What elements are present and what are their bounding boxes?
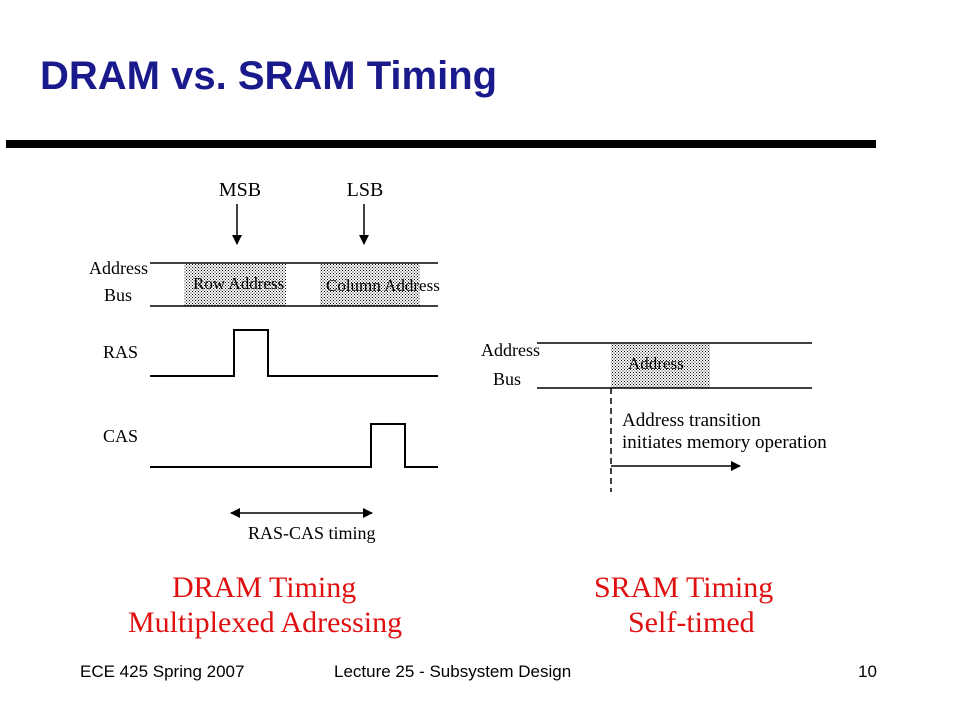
sram-caption-title: SRAM Timing: [594, 571, 773, 604]
sram-timing: Address Bus Address Address transition i…: [481, 340, 827, 639]
column-address-label: Column Address: [326, 276, 440, 295]
footer-page-number: 10: [858, 662, 877, 681]
transition-note-line1: Address transition: [622, 410, 761, 431]
column-address-box: [320, 264, 420, 306]
footer-course: ECE 425 Spring 2007: [80, 662, 245, 681]
dram-caption-subtitle: Multiplexed Adressing: [128, 606, 402, 639]
cas-label: CAS: [103, 426, 138, 446]
title-divider: [6, 140, 876, 148]
cas-waveform: [150, 423, 438, 468]
dram-bus-label: Bus: [104, 285, 132, 305]
sram-caption-subtitle: Self-timed: [628, 606, 755, 639]
dram-address-label: Address: [89, 258, 148, 278]
dram-caption-title: DRAM Timing: [172, 571, 356, 604]
footer-lecture: Lecture 25 - Subsystem Design: [334, 662, 572, 681]
row-address-label: Row Address: [193, 274, 284, 293]
sram-bus-label: Bus: [493, 369, 521, 389]
ras-waveform: [150, 329, 438, 377]
lsb-label: LSB: [347, 179, 384, 201]
transition-note-line2: initiates memory operation: [622, 432, 827, 453]
slide-title: DRAM vs. SRAM Timing: [40, 54, 498, 98]
msb-label: MSB: [219, 179, 261, 201]
row-address-box: [184, 264, 286, 306]
sram-address-box: [611, 344, 710, 388]
ras-cas-timing-label: RAS-CAS timing: [248, 523, 376, 543]
dram-timing: MSB LSB Address Bus Row Address Column A…: [89, 179, 440, 639]
ras-label: RAS: [103, 342, 138, 362]
sram-address-label: Address: [481, 340, 540, 360]
sram-address-box-label: Address: [628, 354, 684, 373]
